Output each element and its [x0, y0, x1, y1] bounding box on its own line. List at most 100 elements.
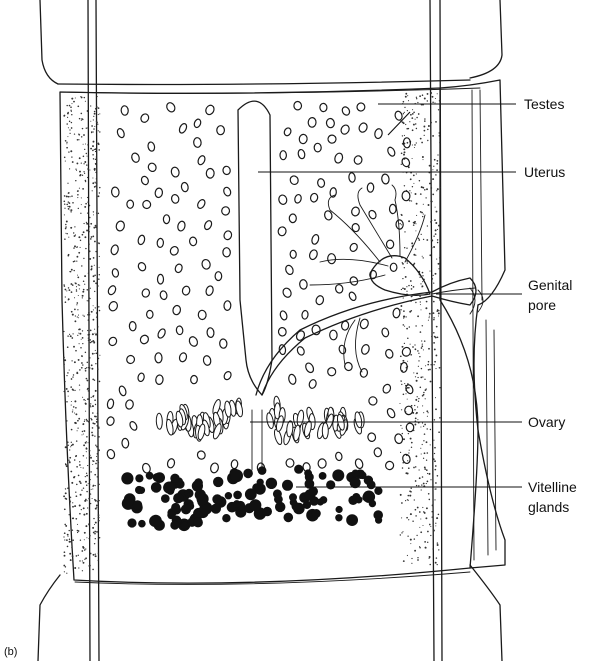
stipple-dot — [419, 469, 420, 470]
stipple-dot — [65, 140, 67, 142]
stipple-dot — [424, 340, 426, 342]
stipple-dot — [69, 121, 70, 122]
vitelline-gland — [163, 482, 175, 494]
stipple-dot — [401, 289, 402, 290]
stipple-dot — [420, 376, 422, 378]
stipple-dot — [436, 163, 438, 165]
stipple-dot — [95, 538, 96, 539]
stipple-dot — [73, 247, 74, 248]
testis-follicle — [157, 328, 167, 340]
testis-follicle — [341, 106, 351, 117]
stipple-dot — [422, 187, 424, 189]
stipple-dot — [415, 119, 416, 120]
stipple-dot — [96, 333, 98, 335]
stipple-dot — [64, 551, 66, 553]
stipple-dot — [70, 283, 72, 285]
stipple-dot — [63, 331, 64, 332]
stipple-dot — [71, 337, 73, 339]
stipple-dot — [66, 401, 68, 403]
stipple-dot — [71, 291, 73, 293]
stipple-dot — [437, 229, 438, 230]
stipple-dot — [401, 502, 403, 504]
testis-follicle — [129, 321, 136, 331]
stipple-dot — [66, 539, 68, 541]
stipple-dot — [415, 455, 417, 457]
stipple-dot — [429, 165, 431, 167]
stipple-dot — [437, 160, 439, 162]
stipple-dot — [411, 447, 412, 448]
stipple-dot — [88, 312, 90, 314]
stipple-dot — [421, 489, 422, 490]
stipple-dot — [71, 156, 72, 157]
stipple-dot — [69, 105, 71, 107]
stipple-dot — [87, 314, 89, 316]
stipple-dot — [86, 473, 87, 474]
testis-follicle — [359, 318, 370, 330]
stipple-dot — [416, 535, 417, 536]
testis-follicle — [210, 462, 220, 473]
stipple-dot — [98, 510, 99, 511]
stipple-dot — [433, 317, 434, 318]
stipple-dot — [407, 473, 409, 475]
stipple-dot — [98, 149, 100, 151]
stipple-dot — [99, 192, 100, 193]
stipple-dot — [64, 238, 66, 240]
stipple-dot — [74, 567, 76, 569]
stipple-dot — [94, 186, 96, 188]
stipple-dot — [98, 306, 99, 307]
stipple-dot — [72, 444, 74, 446]
stipple-dot — [66, 195, 68, 197]
stipple-dot — [76, 484, 78, 486]
stipple-dot — [427, 100, 428, 101]
stipple-dot — [434, 102, 435, 103]
stipple-dot — [96, 507, 97, 508]
stipple-dot — [83, 144, 84, 145]
testis-follicle — [169, 245, 180, 256]
stipple-dot — [407, 338, 409, 340]
stipple-dot — [81, 509, 82, 510]
stipple-dot — [88, 421, 90, 423]
stipple-dot — [66, 221, 68, 223]
stipple-dot — [90, 553, 92, 555]
vitelline-gland — [151, 482, 162, 493]
stipple-dot — [86, 485, 87, 486]
stipple-dot — [419, 277, 420, 278]
stipple-dot — [79, 369, 81, 371]
stipple-dot — [97, 285, 99, 287]
stipple-dot — [92, 154, 94, 156]
stipple-dot — [424, 424, 426, 426]
stipple-dot — [65, 488, 66, 489]
stipple-dot — [67, 536, 68, 537]
stipple-dot — [95, 522, 97, 524]
stipple-dot — [432, 194, 434, 196]
stipple-dot — [420, 448, 421, 449]
testis-follicle — [224, 301, 231, 311]
testis-follicle — [166, 458, 175, 469]
stipple-dot — [90, 503, 91, 504]
label-vitelline-line2: glands — [528, 499, 569, 515]
stipple-dot — [411, 310, 413, 312]
stipple-dot — [433, 282, 434, 283]
vitelline-gland — [138, 520, 146, 528]
stipple-dot — [73, 406, 75, 408]
stipple-dot — [94, 533, 96, 535]
stipple-dot — [409, 495, 411, 497]
stipple-dot — [422, 159, 423, 160]
stipple-dot — [86, 367, 87, 368]
stipple-dot — [429, 271, 430, 272]
stipple-dot — [93, 423, 95, 425]
stipple-dot — [70, 335, 72, 337]
vitelline-gland — [153, 473, 162, 482]
stipple-dot — [93, 142, 94, 143]
stipple-dot — [431, 247, 433, 249]
stipple-dot — [425, 547, 427, 549]
stipple-dot — [421, 186, 423, 188]
stipple-dot — [69, 129, 70, 130]
stipple-dot — [96, 106, 98, 108]
stipple-dot — [409, 200, 411, 202]
stipple-dot — [422, 423, 423, 424]
stipple-dot — [97, 96, 98, 97]
stipple-dot — [75, 350, 77, 352]
stipple-dot — [80, 213, 81, 214]
stipple-dot — [423, 483, 425, 485]
